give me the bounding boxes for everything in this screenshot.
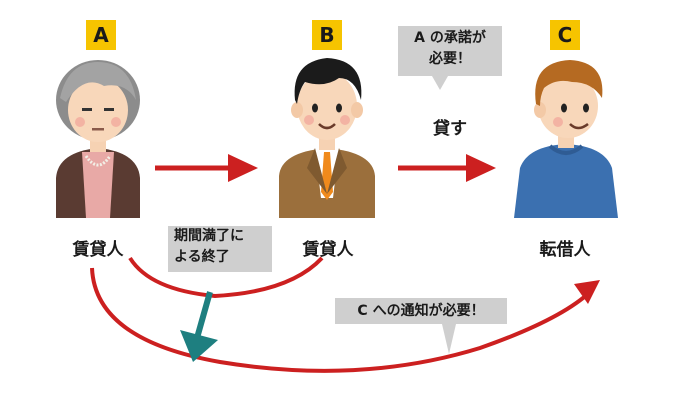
expiry-line-2: よる終了 (174, 249, 230, 265)
badge-a: A (86, 20, 116, 50)
notice-bubble-tail (442, 324, 456, 354)
label-a-lessor: 賃貸人 (72, 240, 124, 260)
landlord-a-figure (56, 60, 140, 218)
expiry-line-1: 期間満了に (174, 228, 244, 244)
label-c-subtenant: 転借人 (539, 240, 591, 260)
consent-bubble: A の承諾が 必要！ (398, 26, 502, 76)
notice-curve (90, 267, 592, 373)
subtenant-c-figure (514, 60, 618, 218)
consent-line-1: A の承諾が (414, 30, 486, 46)
arrow-a-to-b-head (228, 154, 258, 182)
consent-bubble-tail (432, 76, 448, 90)
consent-line-2: 必要！ (429, 51, 471, 67)
termination-curve (128, 256, 324, 299)
badge-c: C (550, 20, 580, 50)
expiry-bubble: 期間満了に よる終了 (168, 226, 272, 272)
badge-b: B (312, 20, 342, 50)
teal-arrow-shaft (194, 291, 213, 339)
notice-curve-head (574, 280, 600, 304)
arrow-b-to-c-head (466, 154, 496, 182)
teal-arrow-head (180, 330, 218, 362)
lend-label: 貸す (433, 119, 467, 139)
landlord-b-figure (279, 58, 375, 218)
label-b-lessor: 賃貸人 (302, 240, 354, 260)
notice-bubble: C への通知が必要！ (335, 298, 507, 324)
